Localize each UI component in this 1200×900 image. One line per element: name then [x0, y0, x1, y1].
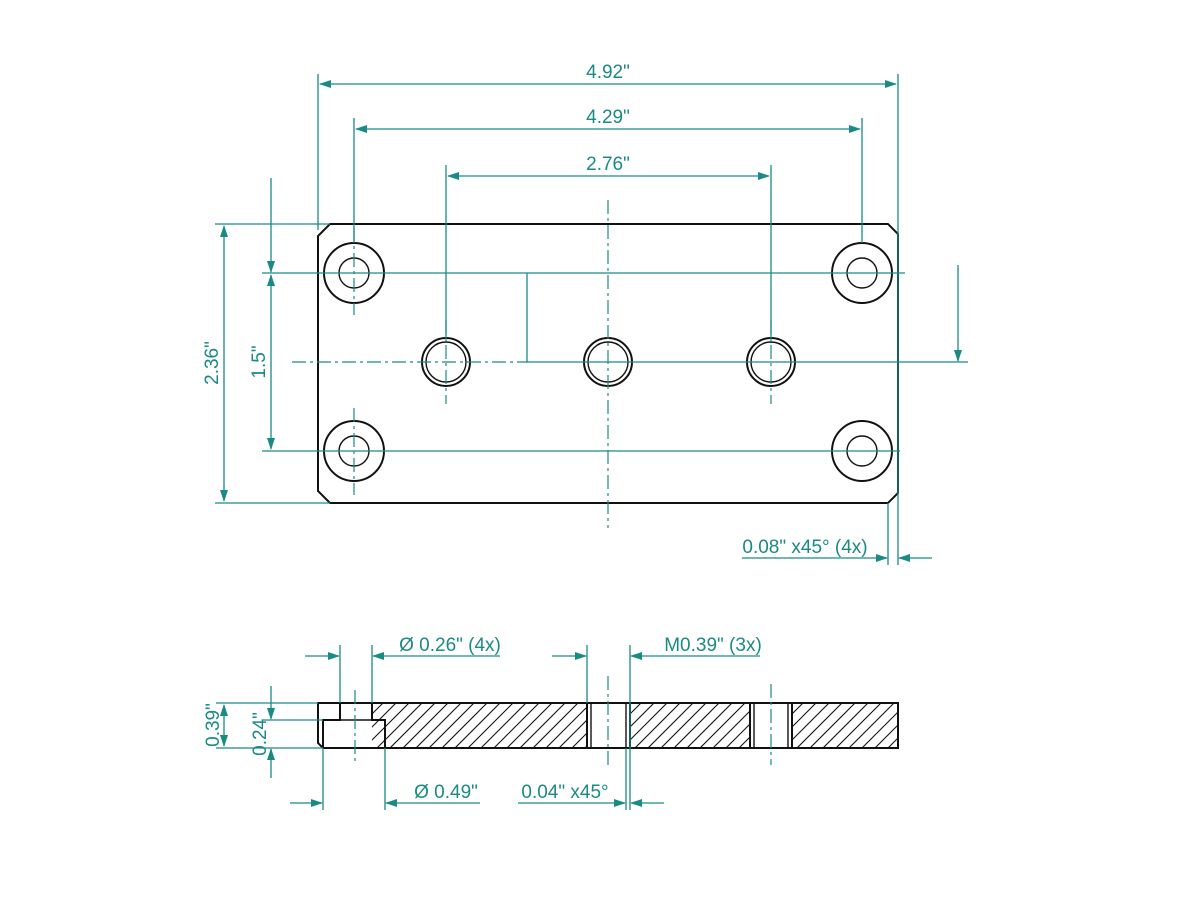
- dimension-counterbore-depth-label: 0.24": [250, 712, 271, 756]
- dimension-hole-diameter-label: Ø 0.26" (4x): [399, 635, 501, 656]
- dimension-thread: M0.39" (3x): [552, 635, 762, 660]
- dimension-chamfer: 0.08" x45° (4x): [742, 537, 932, 562]
- dimension-plate-thickness-label: 0.39": [203, 703, 224, 747]
- dimension-outer-hole-spacing-label: 4.29": [586, 107, 630, 128]
- dimension-overall-height-label: 2.36": [202, 341, 223, 385]
- dimension-overall-width-label: 4.92": [586, 62, 630, 83]
- dimension-counterbore-diameter-label: Ø 0.49": [414, 782, 478, 803]
- dimension-hole-diameter: Ø 0.26" (4x): [305, 635, 501, 660]
- section-outline: [317, 702, 899, 749]
- dimension-counterbore-diameter: Ø 0.49": [290, 782, 480, 807]
- dimension-hole-row-spacing: 1.5": [249, 274, 275, 450]
- dimension-overall-height: 2.36": [202, 225, 228, 502]
- section-hatching: [372, 703, 899, 748]
- top-view: 4.92" 4.29" 2.76" 2.36" 1.5" 0.08" x45° …: [202, 62, 968, 565]
- section-cut-line: [262, 272, 968, 363]
- dimension-hole-row-spacing-label: 1.5": [249, 345, 270, 378]
- dimension-counterbore-depth: 0.24": [250, 686, 275, 778]
- dimension-inner-hole-spacing-label: 2.76": [586, 154, 630, 175]
- extension-lines: [215, 74, 905, 565]
- dimension-outer-hole-spacing: 4.29": [355, 107, 861, 133]
- dimension-chamfer-label: 0.08" x45° (4x): [742, 537, 867, 558]
- dimension-thread-chamfer-label: 0.04" x45°: [521, 782, 608, 803]
- dimension-overall-width: 4.92": [319, 62, 897, 88]
- dimension-thread-label: M0.39" (3x): [664, 635, 762, 656]
- dimension-thread-chamfer: 0.04" x45°: [518, 782, 664, 807]
- section-view: Ø 0.26" (4x) M0.39" (3x) 0.39" 0.24" Ø 0…: [203, 635, 899, 810]
- dimension-plate-thickness: 0.39": [203, 703, 228, 747]
- dimension-inner-hole-spacing: 2.76": [447, 154, 770, 180]
